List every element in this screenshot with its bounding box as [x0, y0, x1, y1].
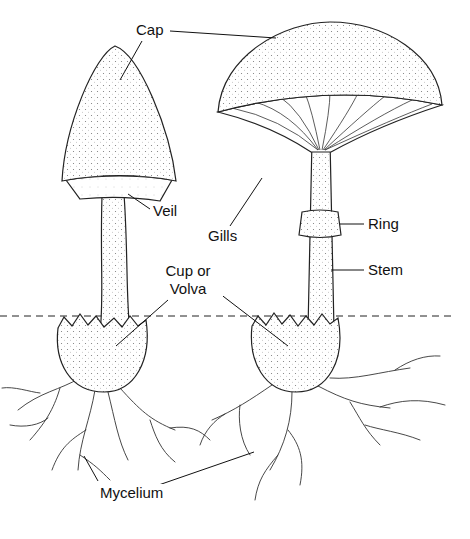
volva-label: Cup or Volva	[153, 262, 223, 298]
gills-label: Gills	[206, 227, 239, 245]
mycelium-label: Mycelium	[98, 484, 165, 502]
leader-lines	[84, 31, 364, 488]
cap-label: Cap	[134, 21, 166, 39]
stem-label: Stem	[366, 261, 405, 279]
veil-label: Veil	[151, 202, 179, 220]
ring-label: Ring	[366, 215, 401, 233]
